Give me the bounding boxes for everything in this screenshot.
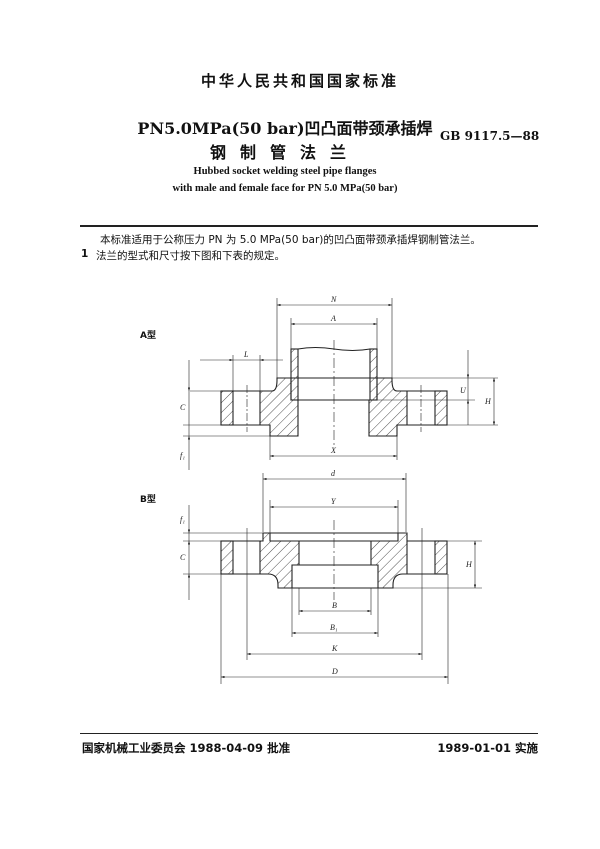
implementation-text: 1989-01-01 实施 bbox=[437, 741, 538, 755]
dim-a-C: C bbox=[180, 403, 186, 412]
type-a-label: A型 bbox=[140, 331, 156, 341]
type-a-drawing: N A L X d C f₁ U H bbox=[180, 295, 498, 532]
dim-b-K: K bbox=[331, 644, 338, 653]
type-b-label: B型 bbox=[140, 495, 156, 505]
title-line1: PN5.0MPa(50 bar)凹凸面带颈承插焊 bbox=[137, 119, 433, 138]
dim-a-L: L bbox=[243, 350, 249, 359]
dim-b-Y: Y bbox=[331, 497, 337, 506]
dim-a-f1: f₁ bbox=[180, 451, 185, 460]
dim-b-B1: B₁ bbox=[330, 623, 338, 632]
dim-a-N: N bbox=[330, 295, 337, 304]
type-b-drawing: Y f₁ C H B B₁ K D bbox=[180, 497, 482, 684]
standard-code: GB 9117.5—88 bbox=[440, 129, 540, 143]
dim-a-H: H bbox=[484, 397, 492, 406]
intro-paragraph: 本标准适用于公称压力 PN 为 5.0 MPa(50 bar)的凹凸面带颈承插焊… bbox=[100, 234, 481, 246]
english-title-line1: Hubbed socket welding steel pipe flanges bbox=[193, 166, 377, 177]
dim-a-X: X bbox=[330, 446, 337, 455]
dim-b-H: H bbox=[465, 560, 473, 569]
header-rule bbox=[80, 225, 538, 227]
clause-number: 1 bbox=[81, 248, 89, 260]
standard-type: 中华人民共和国国家标准 bbox=[200, 72, 399, 90]
dim-b-f1: f₁ bbox=[180, 515, 185, 524]
title-line2: 钢制管法兰 bbox=[209, 143, 360, 162]
english-title-line2: with male and female face for PN 5.0 MPa… bbox=[172, 183, 398, 194]
dim-a-d: d bbox=[331, 469, 336, 478]
dim-b-B: B bbox=[332, 601, 337, 610]
approval-text: 国家机械工业委员会 1988-04-09 批准 bbox=[82, 741, 291, 755]
dim-a-A: A bbox=[330, 314, 336, 323]
dim-a-U: U bbox=[460, 386, 467, 395]
dim-b-C: C bbox=[180, 553, 186, 562]
dim-b-D: D bbox=[331, 667, 338, 676]
clause-text: 法兰的型式和尺寸按下图和下表的规定。 bbox=[96, 250, 285, 262]
footer-rule bbox=[80, 733, 538, 734]
